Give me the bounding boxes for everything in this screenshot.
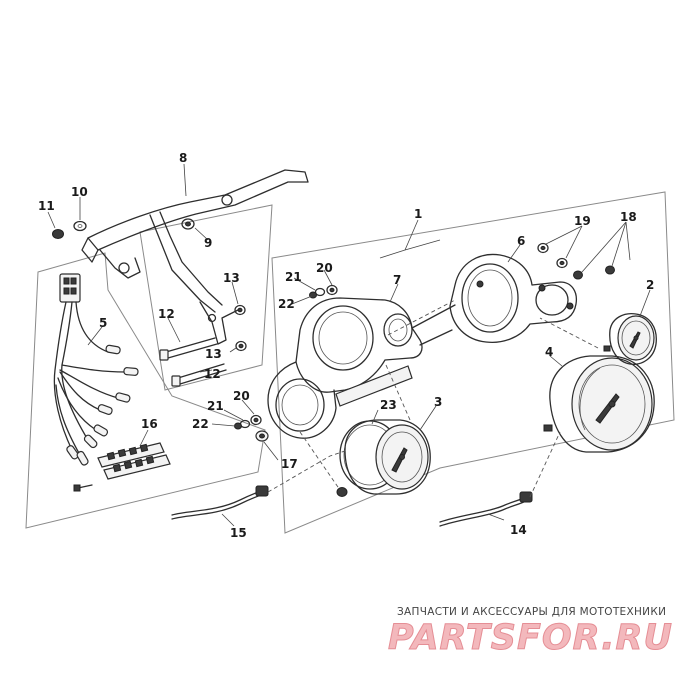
label-part-13-upper: 13 (223, 271, 240, 285)
label-part-20-upper: 20 (316, 261, 333, 275)
label-part-16: 16 (141, 417, 158, 431)
part-labels: 1 2 3 4 5 6 7 8 9 10 11 12 12 13 13 14 1… (38, 151, 654, 540)
label-part-12-lower: 12 (204, 367, 221, 381)
label-part-22-upper: 22 (278, 297, 295, 311)
nuts-part-19 (537, 242, 568, 269)
label-part-17: 17 (281, 457, 298, 471)
bracket-part-8 (81, 169, 309, 345)
label-part-19: 19 (574, 214, 591, 228)
label-part-15: 15 (230, 526, 247, 540)
label-part-4: 4 (545, 345, 553, 359)
wiring-harness-part-5 (53, 273, 139, 466)
cable-part-15 (171, 485, 269, 520)
washer-part-10 (73, 220, 87, 232)
label-part-6: 6 (517, 234, 525, 248)
label-part-12-upper: 12 (158, 307, 175, 321)
label-part-22-lower: 22 (192, 417, 209, 431)
socket-part-17 (255, 430, 269, 442)
connection-lines (267, 317, 599, 498)
label-part-2: 2 (646, 278, 654, 292)
label-part-8: 8 (179, 151, 187, 165)
label-part-9: 9 (204, 236, 212, 250)
label-part-7: 7 (393, 273, 401, 287)
nut-part-9 (181, 218, 195, 230)
instrument-housing-part-7 (267, 297, 423, 439)
nuts-part-13 (234, 304, 247, 352)
label-part-18: 18 (620, 210, 637, 224)
label-part-11: 11 (38, 199, 55, 213)
label-part-14: 14 (510, 523, 527, 537)
fastener-set-lower (234, 414, 262, 430)
nuts-part-18 (573, 265, 615, 280)
label-part-21-lower: 21 (207, 399, 224, 413)
leader-lines (47, 163, 651, 527)
fastener-set-upper (309, 284, 338, 299)
instrument-plate-part-6 (387, 253, 578, 346)
label-part-13-lower: 13 (205, 347, 222, 361)
gauge-part-2 (603, 312, 657, 365)
indicator-strip-part-16 (73, 442, 171, 492)
label-part-10: 10 (71, 185, 88, 199)
gauge-part-4 (543, 355, 655, 453)
label-part-20-lower: 20 (233, 389, 250, 403)
label-part-23: 23 (380, 398, 397, 412)
nut-part-11 (52, 229, 64, 239)
label-part-1: 1 (414, 207, 422, 221)
watermark-logo[interactable]: PARTSFOR.RU (388, 618, 673, 659)
label-part-5: 5 (99, 316, 107, 330)
cable-part-14 (439, 491, 533, 527)
gauge-part-3 (336, 419, 431, 497)
label-part-3: 3 (434, 395, 442, 409)
watermark-caption: ЗАПЧАСТИ И АКСЕССУАРЫ ДЛЯ МОТОТЕХНИКИ (397, 606, 667, 618)
bolts-part-12 (159, 337, 227, 387)
label-part-21-upper: 21 (285, 270, 302, 284)
assembly-frames (25, 191, 675, 534)
